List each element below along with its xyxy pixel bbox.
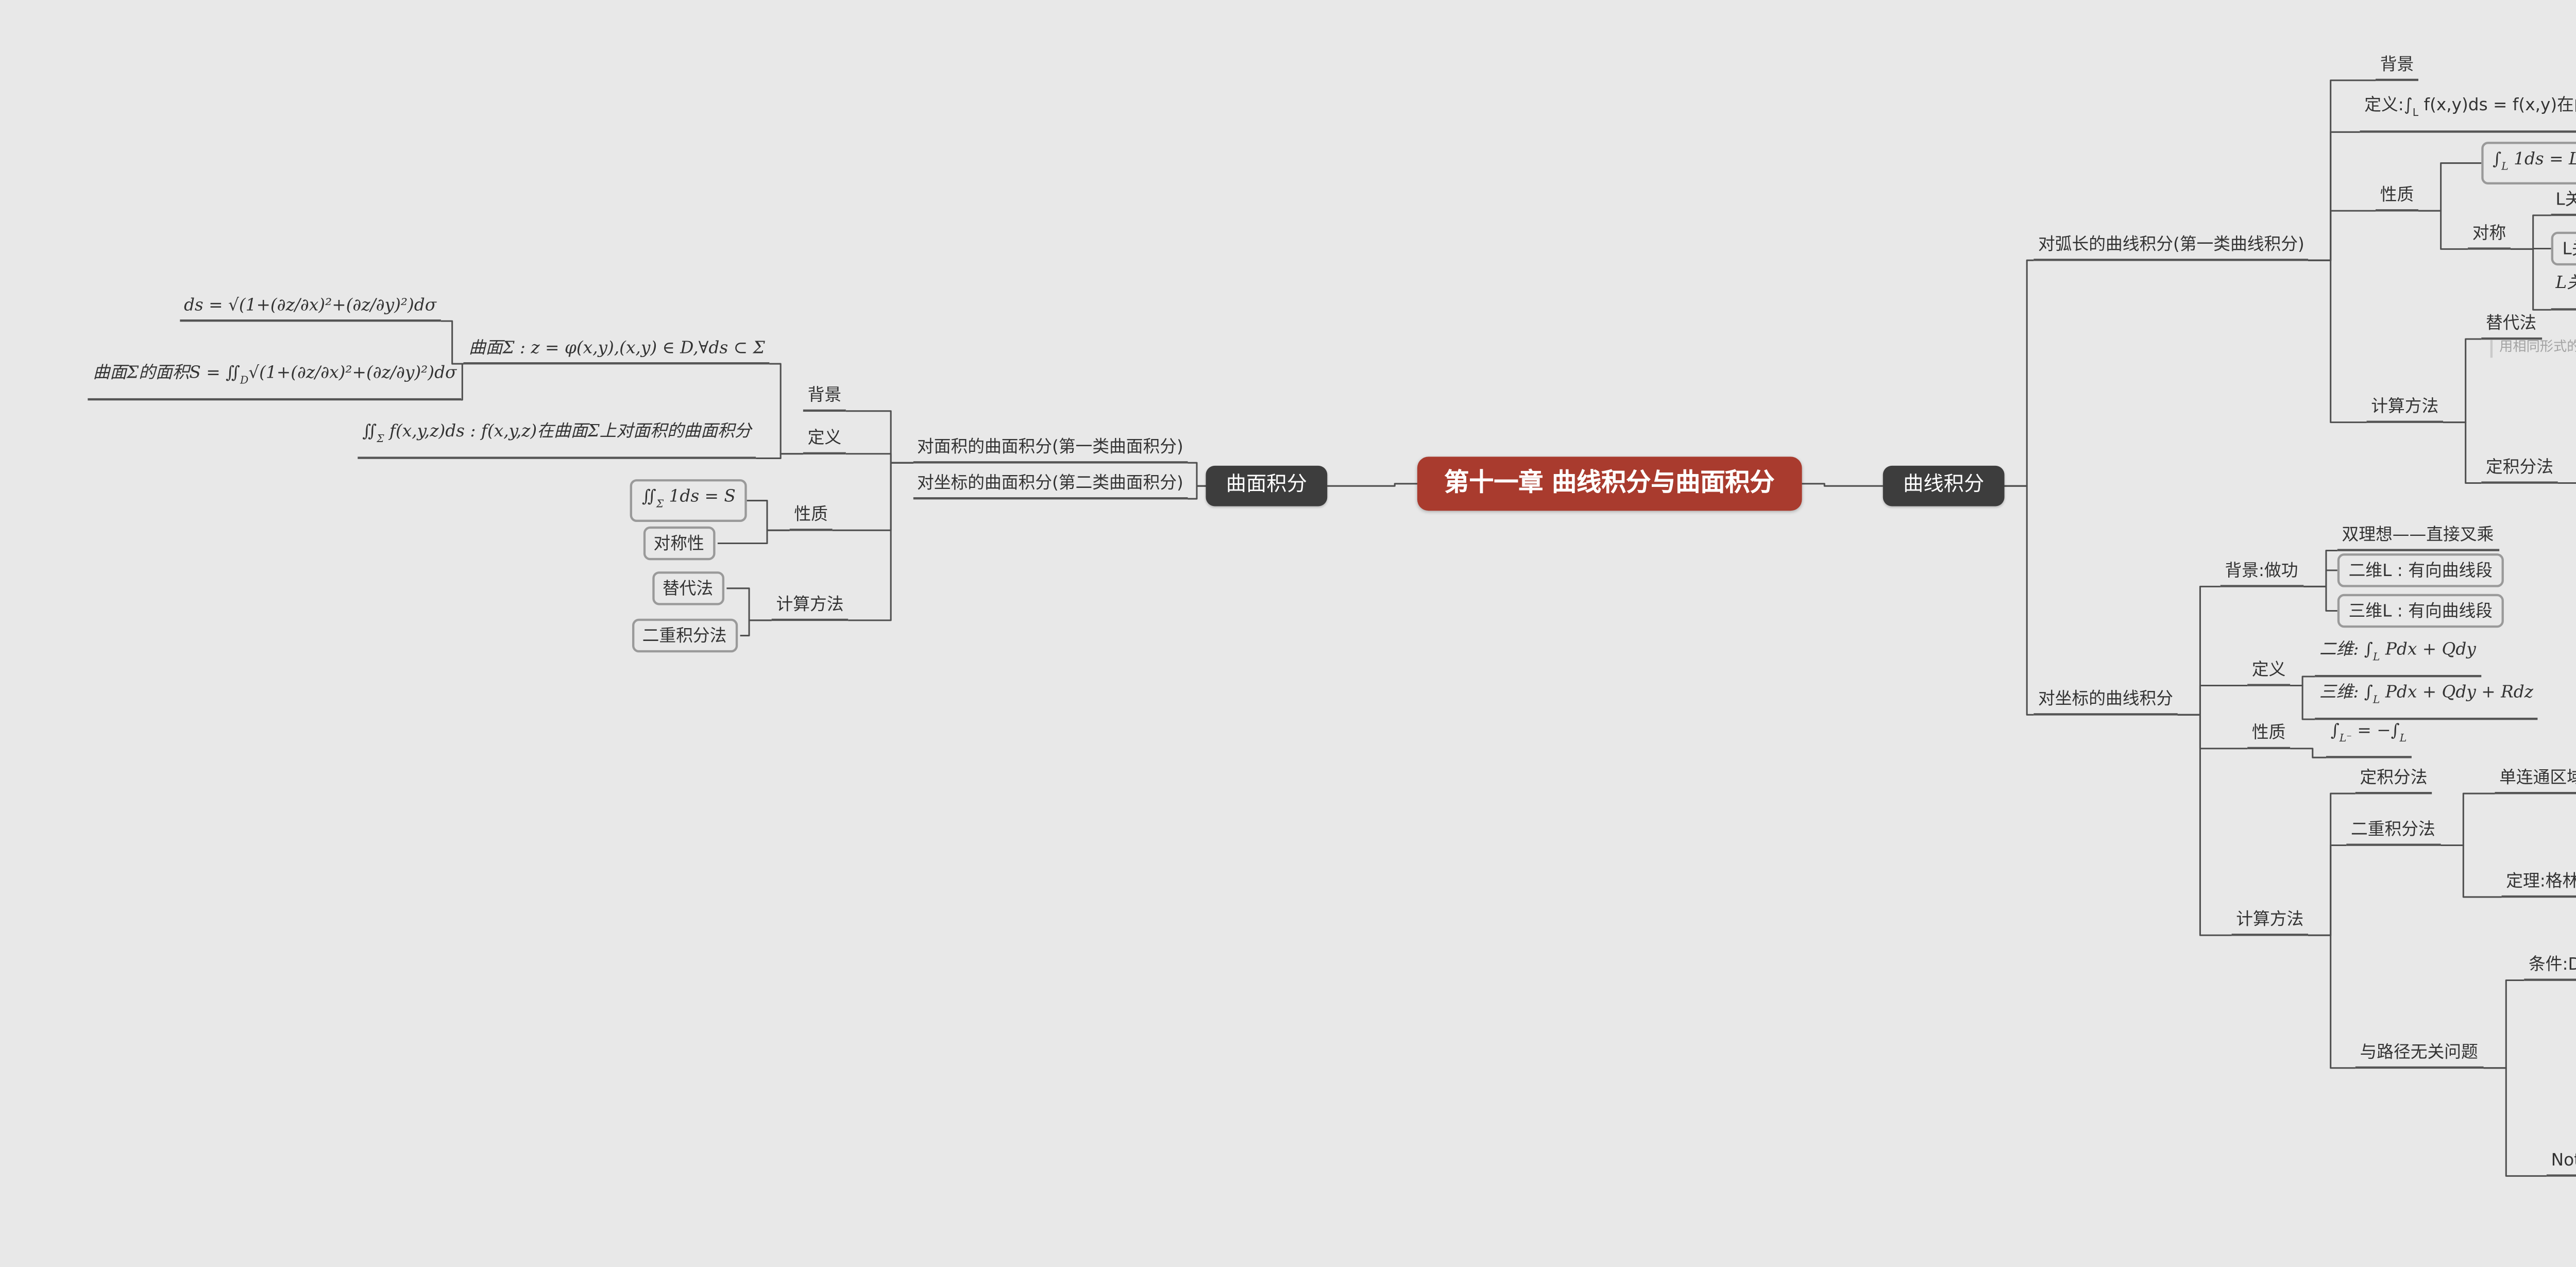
connector — [2557, 482, 2576, 484]
connector — [2441, 792, 2495, 847]
connector — [717, 529, 790, 545]
connector — [1188, 485, 1206, 500]
node-coord-definite-integral[interactable]: 定积分法 — [2355, 767, 2432, 795]
node-surface-methods[interactable]: 计算方法 — [771, 594, 849, 621]
node-arc-substitute[interactable]: 替代法 — [2481, 313, 2541, 340]
node-arc-definition[interactable]: 定义:∫L f(x,y)ds = f(x,y)在曲线段L上对弧长的曲线积分 — [2360, 94, 2576, 132]
node-2d-directed-curve[interactable]: 二维L : 有向曲线段 — [2337, 553, 2504, 586]
connector — [832, 462, 913, 531]
node-arc-properties[interactable]: 性质 — [2376, 184, 2418, 212]
node-coord-definition[interactable]: 定义 — [2247, 659, 2291, 686]
node-arc-length-integral[interactable]: 对弧长的曲线积分(第一类曲线积分) — [2033, 234, 2309, 261]
connector — [756, 453, 803, 459]
node-ds-formula[interactable]: ds = √(1+(∂z/∂x)²+(∂z/∂y)²)dσ — [179, 295, 441, 322]
node-coord-background[interactable]: 背景:做功 — [2220, 560, 2303, 587]
node-work-cross-product[interactable]: 双理想——直接叉乘 — [2337, 524, 2498, 551]
connector — [2308, 934, 2355, 1069]
connector — [2443, 338, 2482, 424]
connector — [2441, 844, 2502, 898]
node-surface-equation[interactable]: 曲面Σ : z = φ(x,y),(x,y) ∈ D,∀ds ⊂ Σ — [464, 337, 770, 365]
node-coordinate-line-integral[interactable]: 对坐标的曲线积分 — [2033, 688, 2178, 716]
node-symmetry-x-axis[interactable]: L关于x轴对称同理 — [2551, 231, 2576, 265]
connector — [2418, 210, 2468, 250]
node-3d-directed-curve[interactable]: 三维L : 有向曲线段 — [2337, 594, 2504, 627]
connector — [769, 363, 803, 455]
node-surface-substitute[interactable]: 替代法 — [651, 571, 725, 604]
connector — [1327, 483, 1417, 487]
connector — [2443, 421, 2482, 484]
connector — [2308, 210, 2376, 261]
connector — [2004, 485, 2034, 716]
connector — [2308, 792, 2355, 936]
connector — [2004, 259, 2034, 487]
connector — [2290, 748, 2326, 758]
node-symmetry-y-axis[interactable]: L关于y轴对称, 右边为L₁ : — [2551, 189, 2576, 216]
connector — [2308, 844, 2347, 936]
connector — [2290, 684, 2315, 720]
connector — [2177, 585, 2221, 716]
connector — [2303, 585, 2337, 612]
node-arc-definite-integral[interactable]: 定积分法 — [2481, 457, 2558, 484]
connector — [2177, 684, 2248, 716]
connector — [2177, 714, 2232, 936]
node-surface-background[interactable]: 背景 — [803, 385, 846, 412]
node-surface-definition[interactable]: 定义 — [803, 428, 846, 455]
node-surface-double-integral[interactable]: 二重积分法 — [631, 618, 738, 652]
connector — [1188, 462, 1206, 487]
topic-line-integral[interactable]: 曲线积分 — [1883, 465, 2005, 506]
node-coord-orientation-property[interactable]: ∫L⁻ = −∫L — [2326, 720, 2412, 757]
connector — [2483, 979, 2524, 1069]
node-surface-property-1ds[interactable]: ∬Σ 1ds = S — [631, 479, 747, 522]
node-pi-notes[interactable]: Notes: — [2546, 1150, 2576, 1177]
node-surface-area-formula[interactable]: 曲面Σ的面积S = ∬D√(1+(∂z/∂x)²+(∂z/∂y)²)dσ — [88, 362, 462, 400]
node-symmetry-y-equals-x[interactable]: L关于y = x对称, 则: ∫L f(x,y)ds = ∫L f(y,x)ds — [2551, 272, 2576, 310]
node-path-independence[interactable]: 与路径无关问题 — [2355, 1042, 2483, 1069]
node-surface-symmetry[interactable]: 对称性 — [642, 526, 716, 560]
connector — [2303, 549, 2337, 587]
node-arc-background[interactable]: 背景 — [2376, 54, 2418, 81]
node-coord-def-3d[interactable]: 三维: ∫L Pdx + Qdy + Rdz — [2315, 682, 2538, 719]
central-topic[interactable]: 第十一章 曲线积分与曲面积分 — [1417, 457, 1802, 511]
label-substitute-note: 用相同形式的L的方程替代 — [2490, 340, 2576, 358]
connector — [848, 462, 913, 621]
node-orientation-rule[interactable]: 单连通区域:正向-逆时针;多连通区域:正向-外逆内顺(顺时针) — [2495, 767, 2576, 795]
node-surface-properties[interactable]: 性质 — [789, 504, 833, 531]
node-coord-properties[interactable]: 性质 — [2247, 722, 2291, 750]
connector — [461, 363, 464, 401]
connector — [845, 453, 913, 464]
node-coord-double-integral[interactable]: 二重积分法 — [2346, 819, 2440, 846]
connector — [2418, 162, 2482, 212]
connector — [2483, 1067, 2547, 1177]
node-arc-symmetry[interactable]: 对称 — [2468, 223, 2511, 250]
node-arc-methods[interactable]: 计算方法 — [2366, 396, 2444, 423]
connector — [2303, 569, 2337, 587]
connector — [440, 320, 464, 365]
node-coord-methods[interactable]: 计算方法 — [2231, 909, 2309, 936]
node-pi-condition[interactable]: 条件:D-单连通区域,P(x,y),Q(x,y)在D上连续可偏导,则以下命题等价 — [2524, 954, 2576, 981]
connector — [726, 587, 772, 621]
node-surface-first-type[interactable]: 对面积的曲面积分(第一类曲面积分) — [912, 436, 1188, 464]
connector — [2308, 131, 2360, 261]
connector — [740, 619, 772, 637]
connector — [2177, 714, 2248, 750]
connector — [2308, 259, 2367, 424]
topic-surface-integral[interactable]: 曲面积分 — [1206, 465, 1328, 506]
connector — [747, 500, 790, 531]
node-arc-property-1ds[interactable]: ∫L 1ds = L — [2481, 142, 2576, 185]
connector — [1802, 483, 1883, 487]
node-green-theorem[interactable]: 定理:格林公式 — [2501, 871, 2576, 898]
node-surface-second-type[interactable]: 对坐标的曲面积分(第二类曲面积分) — [912, 472, 1188, 500]
connector — [845, 410, 913, 464]
connector — [2511, 248, 2551, 311]
node-coord-def-2d[interactable]: 二维: ∫L Pdx + Qdy — [2315, 639, 2481, 677]
connector — [2290, 675, 2315, 687]
connector — [2511, 214, 2551, 250]
node-surface-integral-meaning[interactable]: ∬Σ f(x,y,z)ds : f(x,y,z)在曲面Σ上对面积的曲面积分 — [358, 421, 756, 458]
